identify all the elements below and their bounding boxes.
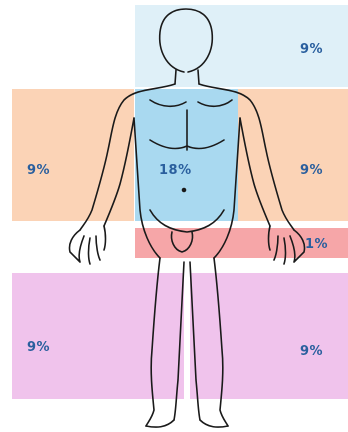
label-trunk-front: 18% — [159, 163, 192, 178]
label-left-leg: 9% — [27, 340, 50, 355]
region-left-leg — [12, 273, 184, 399]
region-left-arm — [12, 89, 134, 221]
region-trunk-front — [135, 89, 238, 221]
label-left-arm: 9% — [27, 163, 50, 178]
label-right-arm: 9% — [300, 163, 323, 178]
label-head-neck: 9% — [300, 42, 323, 57]
label-genitals: 1% — [305, 237, 328, 252]
region-right-arm — [238, 89, 348, 221]
label-right-leg: 9% — [300, 344, 323, 359]
region-right-leg — [190, 273, 348, 399]
